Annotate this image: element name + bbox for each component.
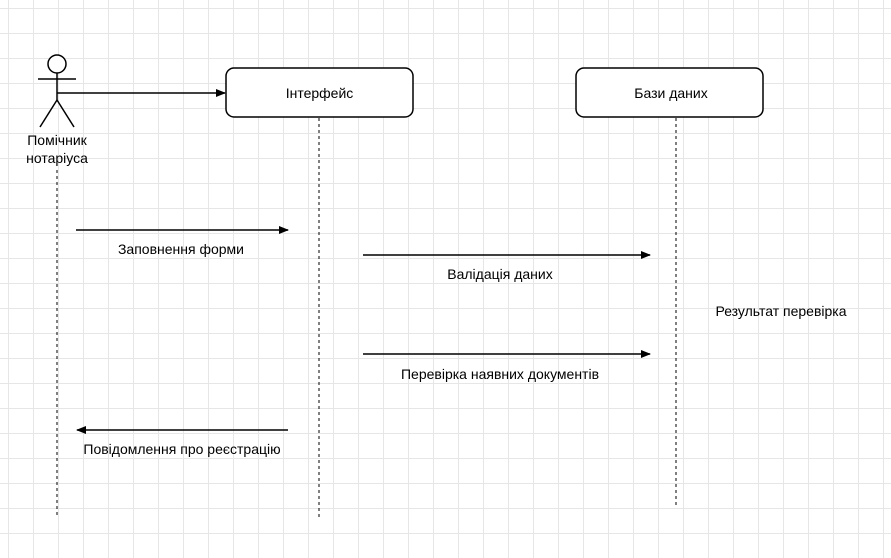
actor-leg-right: [56, 99, 75, 128]
message-check-documents[interactable]: Перевірка наявних документів: [363, 350, 651, 382]
actor-leg-left: [39, 99, 58, 128]
lifeline-databases-label: Бази даних: [634, 85, 707, 101]
message-validate-data-label: Валідація даних: [447, 266, 552, 282]
message-fill-form[interactable]: Заповнення форми: [76, 226, 289, 257]
lifeline-databases-box: [575, 67, 764, 118]
lifeline-interface[interactable]: Інтерфейс: [225, 67, 414, 118]
message-registration-notice[interactable]: Повідомлення про реєстрацію: [76, 426, 288, 457]
lifeline-interface-label: Інтерфейс: [286, 85, 354, 101]
actor-label-line2: нотаріуса: [26, 150, 88, 166]
message-fill-form-label: Заповнення форми: [118, 241, 244, 257]
actor-head: [47, 54, 67, 74]
lifeline-interface-box: [225, 67, 414, 118]
message-check-result-label: Результат перевірка: [715, 303, 846, 319]
message-check-documents-label: Перевірка наявних документів: [401, 366, 599, 382]
message-validate-data[interactable]: Валідація даних: [363, 251, 651, 282]
actor-label-line1: Помічник: [27, 132, 87, 148]
lifeline-databases[interactable]: Бази даних: [575, 67, 764, 118]
message-registration-notice-label: Повідомлення про реєстрацію: [83, 441, 280, 457]
actor-assistant-notary[interactable]: Помічник нотаріуса: [26, 54, 88, 166]
